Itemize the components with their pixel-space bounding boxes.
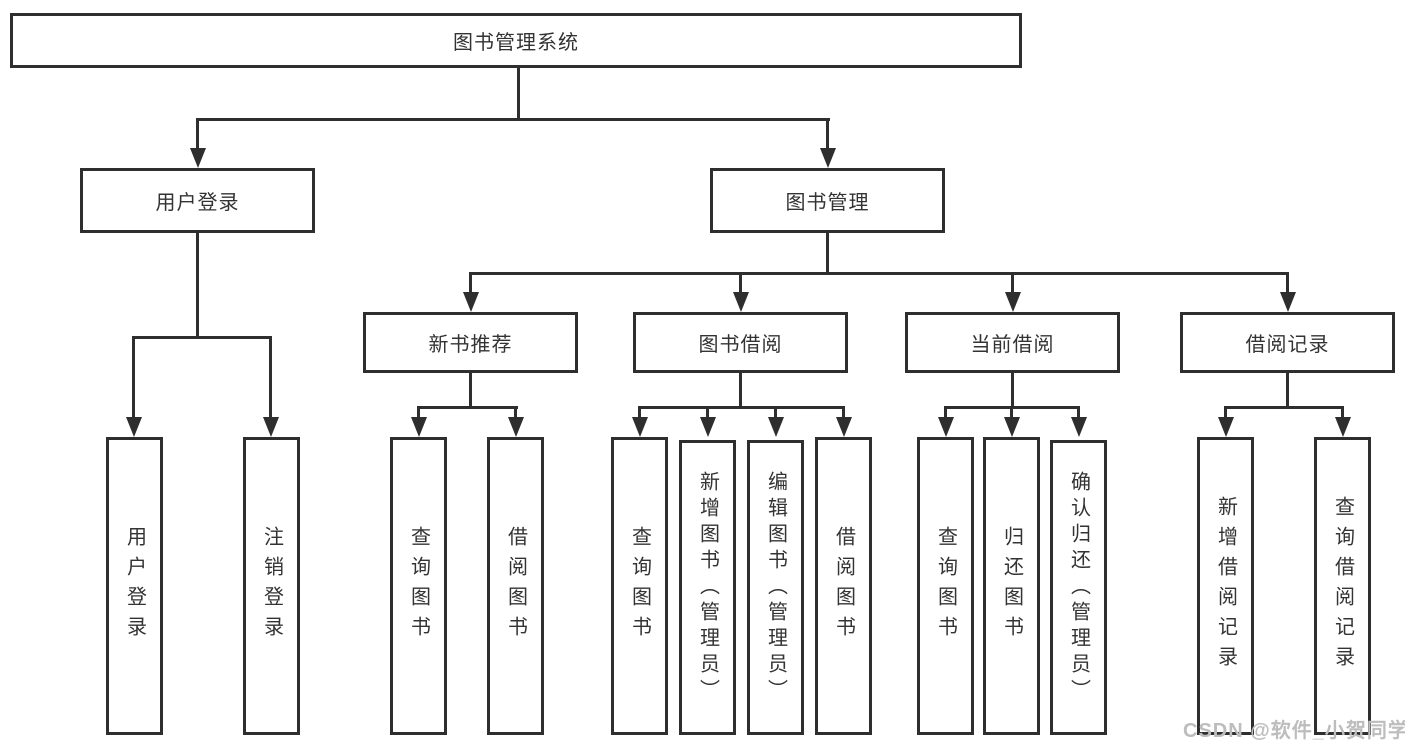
- connector-mgmt-stem: [826, 118, 829, 150]
- connector-newbook-rail: [417, 406, 518, 409]
- arrow-down-icon: [126, 417, 142, 437]
- connector-module4-stem: [1286, 272, 1289, 294]
- connector-newbook-leaf2-stem: [514, 406, 517, 419]
- connector-record-leaf1-stem: [1224, 406, 1227, 419]
- connector-current-leaf3-stem: [1077, 406, 1080, 419]
- connector-borrow-leaf1-stem: [638, 406, 641, 419]
- connector-module3-stem: [1011, 272, 1014, 294]
- arrow-down-icon: [836, 417, 852, 437]
- arrow-down-icon: [263, 417, 279, 437]
- node-borrow-record: 借阅记录: [1180, 312, 1395, 373]
- leaf-newbook-borrow-books-label: 借阅图书: [504, 526, 527, 646]
- connector-login-rail: [132, 336, 272, 339]
- connector-newbook-down: [469, 373, 472, 409]
- leaf-query-borrow-record-label: 查询借阅记录: [1331, 496, 1354, 676]
- leaf-newbook-query-books-label: 查询图书: [407, 526, 430, 646]
- connector-borrow-down: [739, 373, 742, 409]
- node-book-borrow-label: 图书借阅: [698, 334, 783, 356]
- arrow-down-icon: [411, 417, 427, 437]
- connector-login-stem: [196, 118, 199, 150]
- connector-module2-stem: [739, 272, 742, 294]
- node-new-book-recommend-label: 新书推荐: [428, 334, 513, 356]
- arrow-down-icon: [1005, 292, 1021, 312]
- leaf-newbook-borrow-books: 借阅图书: [487, 437, 544, 735]
- arrow-down-icon: [1335, 417, 1351, 437]
- connector-borrow-leaf4-stem: [842, 406, 845, 419]
- leaf-edit-books-admin: 编辑图书（管理员）: [747, 440, 804, 735]
- leaf-add-borrow-record-label: 新增借阅记录: [1214, 496, 1237, 676]
- connector-login-down: [196, 233, 199, 339]
- node-new-book-recommend: 新书推荐: [363, 312, 578, 373]
- node-current-borrow: 当前借阅: [905, 312, 1120, 373]
- arrow-down-icon: [938, 417, 954, 437]
- arrow-down-icon: [700, 417, 716, 437]
- arrow-down-icon: [820, 148, 836, 168]
- leaf-edit-books-admin-label: 编辑图书（管理员）: [764, 470, 787, 705]
- leaf-confirm-return-admin-label: 确认归还（管理员）: [1067, 470, 1090, 705]
- connector-borrow-leaf3-stem: [774, 406, 777, 419]
- leaf-return-books: 归还图书: [983, 437, 1040, 735]
- csdn-watermark: CSDN @软件_小贺同学: [1183, 720, 1405, 742]
- arrow-down-icon: [508, 417, 524, 437]
- leaf-add-borrow-record: 新增借阅记录: [1197, 437, 1254, 735]
- leaf-logout-label: 注销登录: [260, 526, 283, 646]
- connector-module1-stem: [469, 272, 472, 294]
- node-user-login-label: 用户登录: [155, 192, 240, 214]
- connector-login-leaf2-stem: [269, 336, 272, 419]
- leaf-newbook-query-books: 查询图书: [390, 437, 447, 735]
- connector-root-rail: [196, 118, 830, 121]
- connector-newbook-leaf1-stem: [417, 406, 420, 419]
- leaf-add-books-admin-label: 新增图书（管理员）: [696, 470, 719, 705]
- connector-current-leaf1-stem: [944, 406, 947, 419]
- node-book-management-label: 图书管理: [785, 192, 870, 214]
- leaf-borrow-borrow-books-label: 借阅图书: [832, 526, 855, 646]
- leaf-user-login: 用户登录: [106, 437, 163, 735]
- connector-borrow-rail: [638, 406, 845, 409]
- connector-borrow-leaf2-stem: [706, 406, 709, 419]
- leaf-query-borrow-record: 查询借阅记录: [1314, 437, 1371, 735]
- connector-current-leaf2-stem: [1010, 406, 1013, 419]
- arrow-down-icon: [190, 148, 206, 168]
- connector-record-down: [1286, 373, 1289, 409]
- leaf-current-query-books-label: 查询图书: [934, 526, 957, 646]
- leaf-user-login-label: 用户登录: [123, 526, 146, 646]
- arrow-down-icon: [768, 417, 784, 437]
- leaf-borrow-query-books: 查询图书: [611, 437, 668, 735]
- node-user-login: 用户登录: [80, 168, 315, 233]
- node-book-borrow: 图书借阅: [633, 312, 848, 373]
- node-borrow-record-label: 借阅记录: [1245, 334, 1330, 356]
- leaf-return-books-label: 归还图书: [1000, 526, 1023, 646]
- arrow-down-icon: [1218, 417, 1234, 437]
- arrow-down-icon: [1071, 417, 1087, 437]
- connector-mgmt-down: [826, 233, 829, 274]
- connector-root-stem: [517, 68, 520, 120]
- leaf-add-books-admin: 新增图书（管理员）: [679, 440, 736, 735]
- connector-mgmt-rail: [469, 272, 1289, 275]
- arrow-down-icon: [463, 292, 479, 312]
- node-root-label: 图书管理系统: [453, 32, 579, 54]
- arrow-down-icon: [1280, 292, 1296, 312]
- arrow-down-icon: [733, 292, 749, 312]
- leaf-borrow-borrow-books: 借阅图书: [815, 437, 872, 735]
- connector-record-leaf2-stem: [1341, 406, 1344, 419]
- leaf-confirm-return-admin: 确认归还（管理员）: [1050, 440, 1107, 735]
- node-book-management: 图书管理: [710, 168, 945, 233]
- leaf-current-query-books: 查询图书: [917, 437, 974, 735]
- leaf-logout: 注销登录: [243, 437, 300, 735]
- arrow-down-icon: [1004, 417, 1020, 437]
- connector-record-rail: [1224, 406, 1344, 409]
- connector-current-down: [1011, 373, 1014, 409]
- leaf-borrow-query-books-label: 查询图书: [628, 526, 651, 646]
- arrow-down-icon: [632, 417, 648, 437]
- node-current-borrow-label: 当前借阅: [970, 334, 1055, 356]
- connector-login-leaf1-stem: [132, 336, 135, 419]
- node-root: 图书管理系统: [10, 13, 1022, 68]
